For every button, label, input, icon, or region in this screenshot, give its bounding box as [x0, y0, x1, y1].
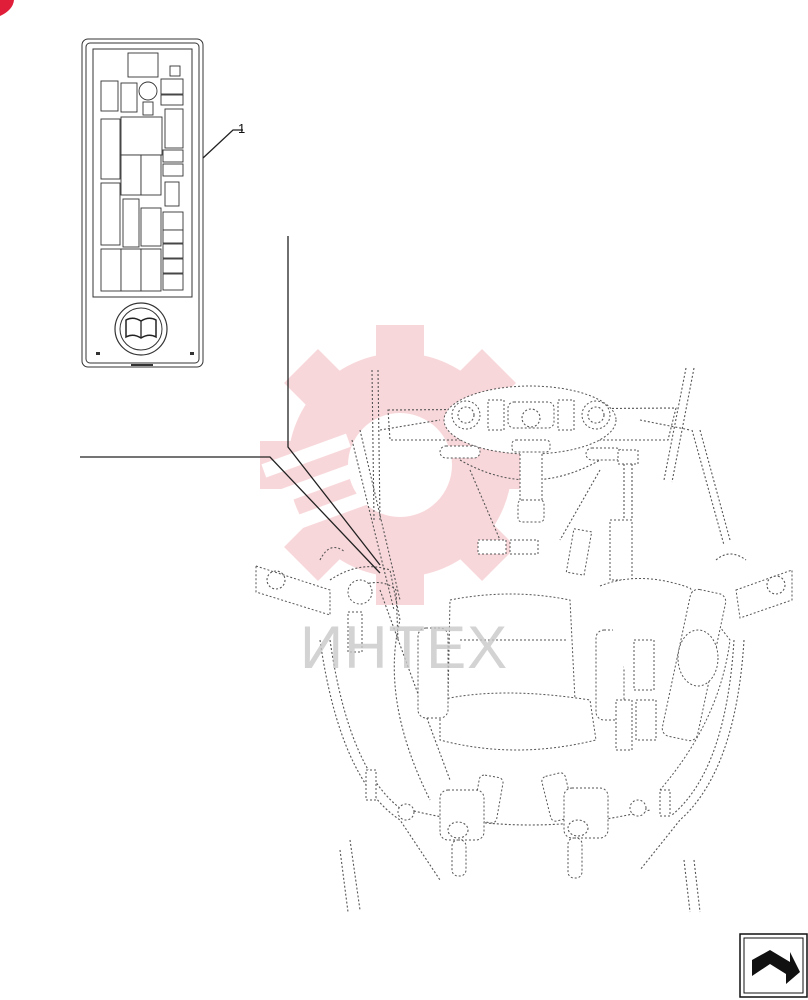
callout-1: 1	[202, 121, 245, 159]
next-page-arrow-icon[interactable]	[739, 933, 808, 998]
fuse-grid	[100, 52, 184, 292]
corner-mark-icon	[0, 0, 14, 16]
callout-label: 1	[238, 121, 245, 136]
manual-book-icon	[96, 302, 194, 366]
watermark-text: ИНТЕХ	[300, 614, 508, 681]
left-joystick	[439, 774, 504, 877]
fuse-panel-decal	[81, 38, 204, 368]
pointer-lines	[80, 236, 381, 574]
cab-interior-drawing	[255, 367, 793, 913]
right-joystick	[541, 772, 609, 879]
